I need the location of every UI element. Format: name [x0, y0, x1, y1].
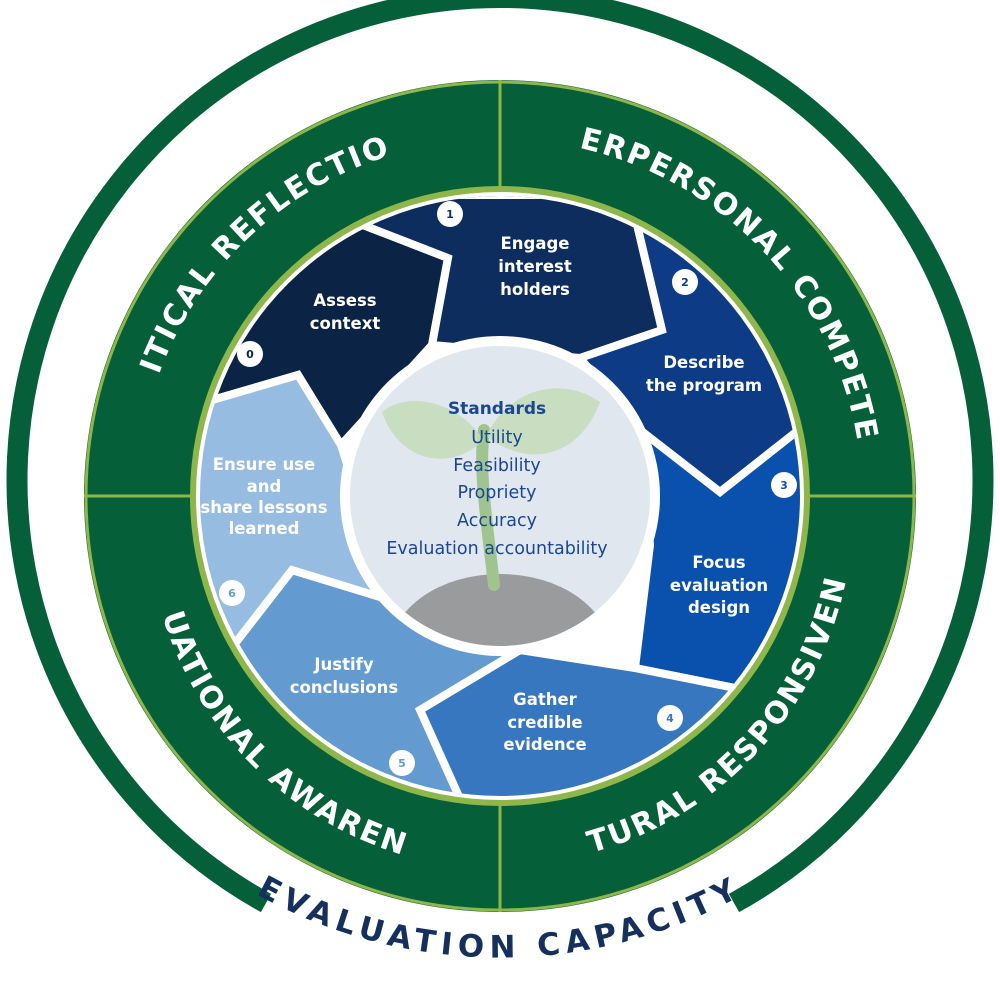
standard-utility: Utility [471, 428, 522, 448]
svg-text:5: 5 [398, 757, 406, 770]
step-number-badge-4: 4 [657, 705, 683, 731]
svg-text:4: 4 [666, 712, 674, 725]
outer-ring [6, 0, 994, 913]
svg-text:Focus: Focus [692, 553, 745, 572]
svg-text:6: 6 [228, 587, 236, 600]
standards-title: Standards [448, 399, 546, 419]
svg-text:2: 2 [681, 276, 689, 289]
step-number-badge-0: 0 [237, 341, 263, 367]
step-number-badge-3: 3 [771, 472, 797, 498]
svg-text:interest: interest [498, 257, 572, 276]
svg-text:holders: holders [500, 280, 570, 299]
standard-accuracy: Accuracy [457, 511, 537, 531]
step-number-badge-1: 1 [437, 201, 463, 227]
step-label-4: Gather credible evidence [503, 690, 586, 754]
step-shape-3[interactable] [630, 417, 812, 695]
svg-text:Gather: Gather [513, 690, 578, 709]
svg-text:learned: learned [229, 519, 300, 538]
step-label-6: Ensure use and share lessons learned [200, 455, 327, 538]
svg-text:context: context [310, 314, 381, 333]
step-label-0: Assess context [310, 291, 381, 333]
svg-text:evidence: evidence [503, 735, 586, 754]
step-label-1: Engage interest holders [498, 234, 572, 299]
step-number-badge-5: 5 [389, 750, 415, 776]
svg-text:1: 1 [446, 208, 454, 221]
svg-text:Describe: Describe [663, 353, 744, 372]
svg-text:conclusions: conclusions [290, 678, 399, 697]
step-number-badge-6: 6 [219, 580, 245, 606]
svg-text:Ensure use: Ensure use [213, 455, 315, 474]
svg-text:Assess: Assess [313, 291, 376, 310]
svg-text:Engage: Engage [501, 234, 570, 253]
svg-text:share lessons: share lessons [200, 498, 327, 517]
svg-text:Justify: Justify [313, 655, 373, 674]
svg-text:and: and [247, 477, 282, 496]
step-label-2: Describe the program [646, 353, 762, 395]
soil-mound [390, 574, 610, 646]
sprout-stem [476, 424, 500, 591]
svg-text:design: design [688, 598, 750, 617]
step-label-5: Justify conclusions [290, 655, 399, 697]
standard-propriety: Propriety [458, 483, 537, 503]
step-shape-6[interactable] [188, 370, 397, 658]
svg-text:evaluation: evaluation [670, 576, 768, 595]
sprout-leaf-left [382, 400, 484, 459]
svg-text:credible: credible [507, 713, 582, 732]
svg-text:0: 0 [246, 348, 254, 361]
svg-text:3: 3 [780, 479, 788, 492]
step-label-3: Focus evaluation design [670, 553, 768, 617]
standard-feasibility: Feasibility [453, 456, 541, 476]
sprout-leaf-right [486, 388, 600, 455]
step-number-badge-2: 2 [672, 269, 698, 295]
standard-evaluation-accountability: Evaluation accountability [386, 539, 607, 559]
sprout-illustration [382, 388, 610, 646]
svg-text:the program: the program [646, 376, 762, 395]
